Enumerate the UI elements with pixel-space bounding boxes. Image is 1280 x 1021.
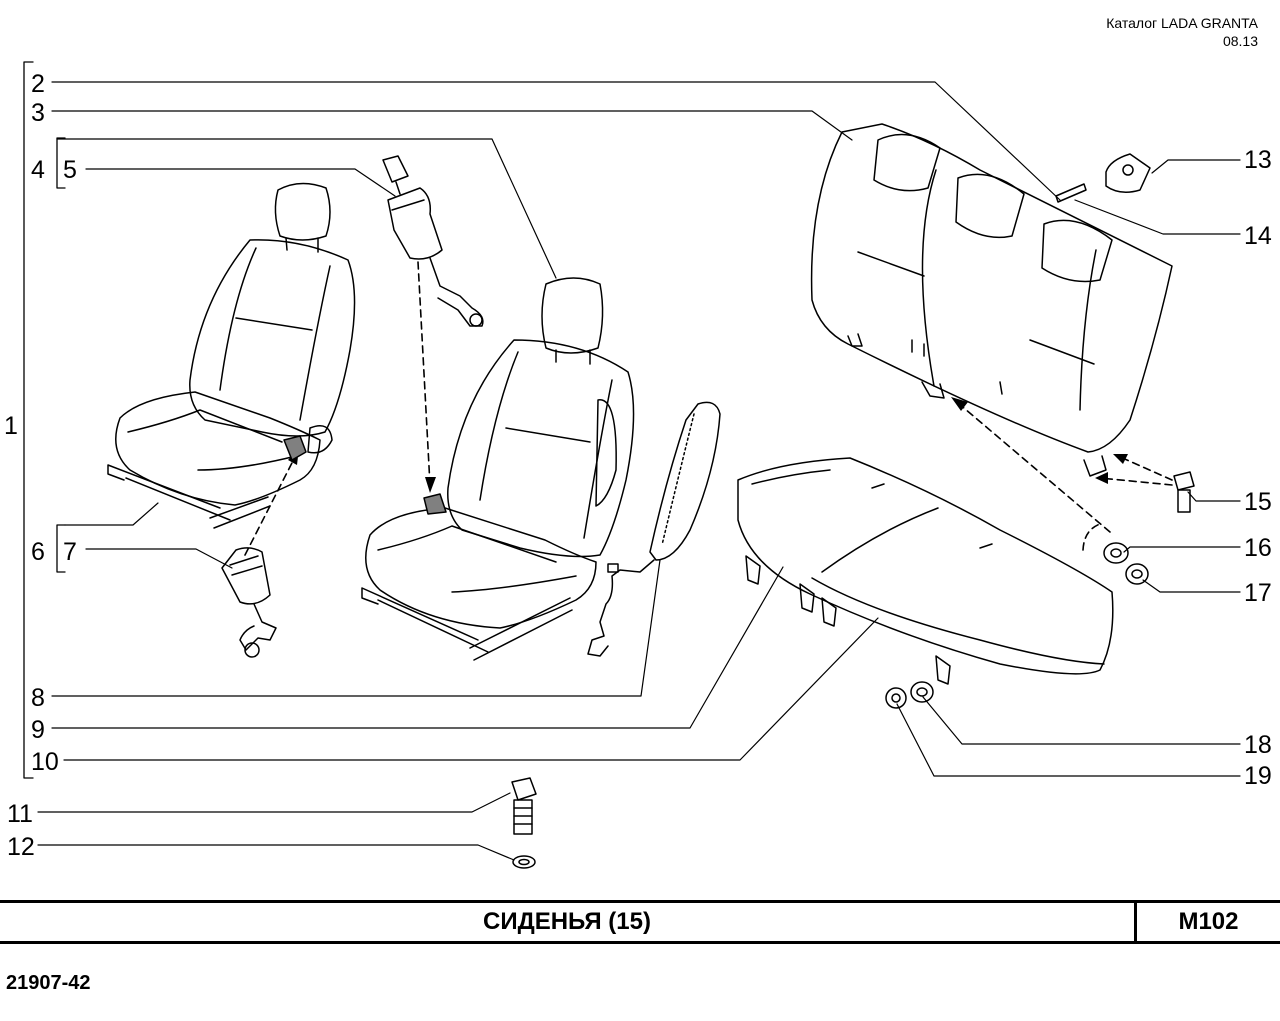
- callout-16: 16: [1244, 534, 1272, 562]
- belt-buckle-front: [382, 155, 484, 327]
- callout-19: 19: [1244, 762, 1272, 790]
- leader-16: [1123, 546, 1241, 553]
- leader-6: [64, 502, 159, 526]
- callout-labels: 1 2 3 4 5 6 7 8 9 10 11 12 13 14 15 16 1…: [4, 70, 1272, 861]
- leader-11: [37, 792, 511, 813]
- leader-4: [56, 138, 557, 279]
- leader-5: [85, 168, 396, 197]
- catalog-header: Каталог LADA GRANTA 08.13: [1106, 14, 1258, 50]
- leader-17: [1142, 579, 1241, 593]
- callout-15: 15: [1244, 488, 1272, 516]
- washer-16: [1103, 542, 1129, 564]
- leader-14: [1074, 199, 1241, 235]
- callout-5: 5: [63, 156, 77, 184]
- bracket-6: [56, 524, 66, 573]
- bracket-1: [23, 61, 34, 779]
- leader-8: [51, 559, 661, 697]
- headrest-right: [541, 277, 604, 354]
- assembly-curve: [1082, 523, 1101, 551]
- callout-3: 3: [31, 99, 45, 127]
- seats-diagram: 1 2 3 4 5 6 7 8 9 10 11 12 13 14 15 16 1…: [4, 61, 1272, 869]
- leader-9: [51, 566, 784, 729]
- callout-18: 18: [1244, 731, 1272, 759]
- leader-7: [85, 548, 233, 569]
- sheet-title: СИДЕНЬЯ (15): [483, 908, 651, 935]
- rear-backrest-body: [810, 123, 1173, 453]
- callout-12: 12: [7, 833, 35, 861]
- washer-12: [512, 855, 536, 869]
- screw-14: [1055, 183, 1087, 203]
- nut-19: [885, 687, 907, 709]
- catalog-date: 08.13: [1222, 33, 1258, 49]
- arrow-front-seat: [425, 477, 436, 493]
- front-seat-right: [361, 277, 635, 661]
- cushion-left: [115, 391, 321, 506]
- bracket-13: [1105, 153, 1151, 193]
- leader-13: [1151, 159, 1241, 174]
- leader-3: [51, 110, 853, 141]
- backrest-left: [189, 239, 356, 437]
- sheet-code: M102: [1178, 908, 1239, 935]
- rear-cushion-body: [737, 457, 1114, 675]
- callout-17: 17: [1244, 579, 1272, 607]
- arrow-rear-back: [951, 397, 968, 411]
- buckle-connector: [382, 155, 409, 183]
- callout-10: 10: [31, 748, 59, 776]
- callout-1: 1: [4, 412, 18, 440]
- arrow-bolt-b: [1095, 472, 1108, 484]
- title-separator: [1134, 903, 1137, 941]
- buckle-body-left: [221, 547, 271, 605]
- leader-lines: [37, 81, 1241, 861]
- leader-2: [51, 81, 1061, 201]
- callout-7: 7: [63, 538, 77, 566]
- assembly-buckle-left: [244, 454, 297, 556]
- assembly-buckle-front: [417, 261, 431, 486]
- nut-17: [1125, 563, 1149, 585]
- airbag-module: [649, 401, 721, 561]
- side-airbag: [587, 401, 721, 657]
- bolt-15: [1173, 471, 1195, 491]
- leader-19: [896, 703, 1241, 777]
- leader-15: [1187, 491, 1241, 502]
- headrest-left: [274, 182, 331, 241]
- belt-buckle-left: [221, 547, 277, 658]
- assembly-paths: [244, 261, 1173, 556]
- rear-headrest-right: [1041, 219, 1113, 283]
- model-number: 21907-42: [6, 972, 91, 994]
- callout-13: 13: [1244, 146, 1272, 174]
- leader-12: [37, 844, 515, 861]
- assembly-arrows: [288, 397, 1128, 493]
- arrow-bolt-a: [1113, 454, 1128, 464]
- leader-10: [63, 617, 879, 761]
- airbag-wire: [587, 559, 655, 657]
- assembly-bolt-b: [1099, 477, 1173, 486]
- buckle-body-front: [387, 187, 443, 260]
- group-brackets: [23, 61, 66, 779]
- title-block: СИДЕНЬЯ (15) M102: [0, 900, 1280, 944]
- leader-18: [922, 696, 1241, 745]
- rear-backrest: [810, 123, 1173, 477]
- callout-8: 8: [31, 684, 45, 712]
- callout-11: 11: [7, 800, 33, 828]
- fasteners: [511, 153, 1195, 869]
- callout-6: 6: [31, 538, 45, 566]
- bolt-11: [511, 777, 537, 801]
- front-seat-left: [107, 182, 356, 529]
- assembly-bolt-a: [1117, 455, 1173, 481]
- catalog-name: Каталог LADA GRANTA: [1106, 15, 1258, 31]
- callout-14: 14: [1244, 222, 1272, 250]
- callout-4: 4: [31, 156, 45, 184]
- callout-9: 9: [31, 716, 45, 744]
- backrest-right: [447, 339, 635, 558]
- washer-18: [910, 681, 934, 703]
- rear-headrest-center: [955, 173, 1025, 239]
- rear-cushion: [737, 457, 1114, 685]
- callout-2: 2: [31, 70, 45, 98]
- rear-headrest-left: [873, 133, 941, 192]
- assembly-rear-bracket: [957, 402, 1111, 533]
- bracket-4: [56, 137, 66, 189]
